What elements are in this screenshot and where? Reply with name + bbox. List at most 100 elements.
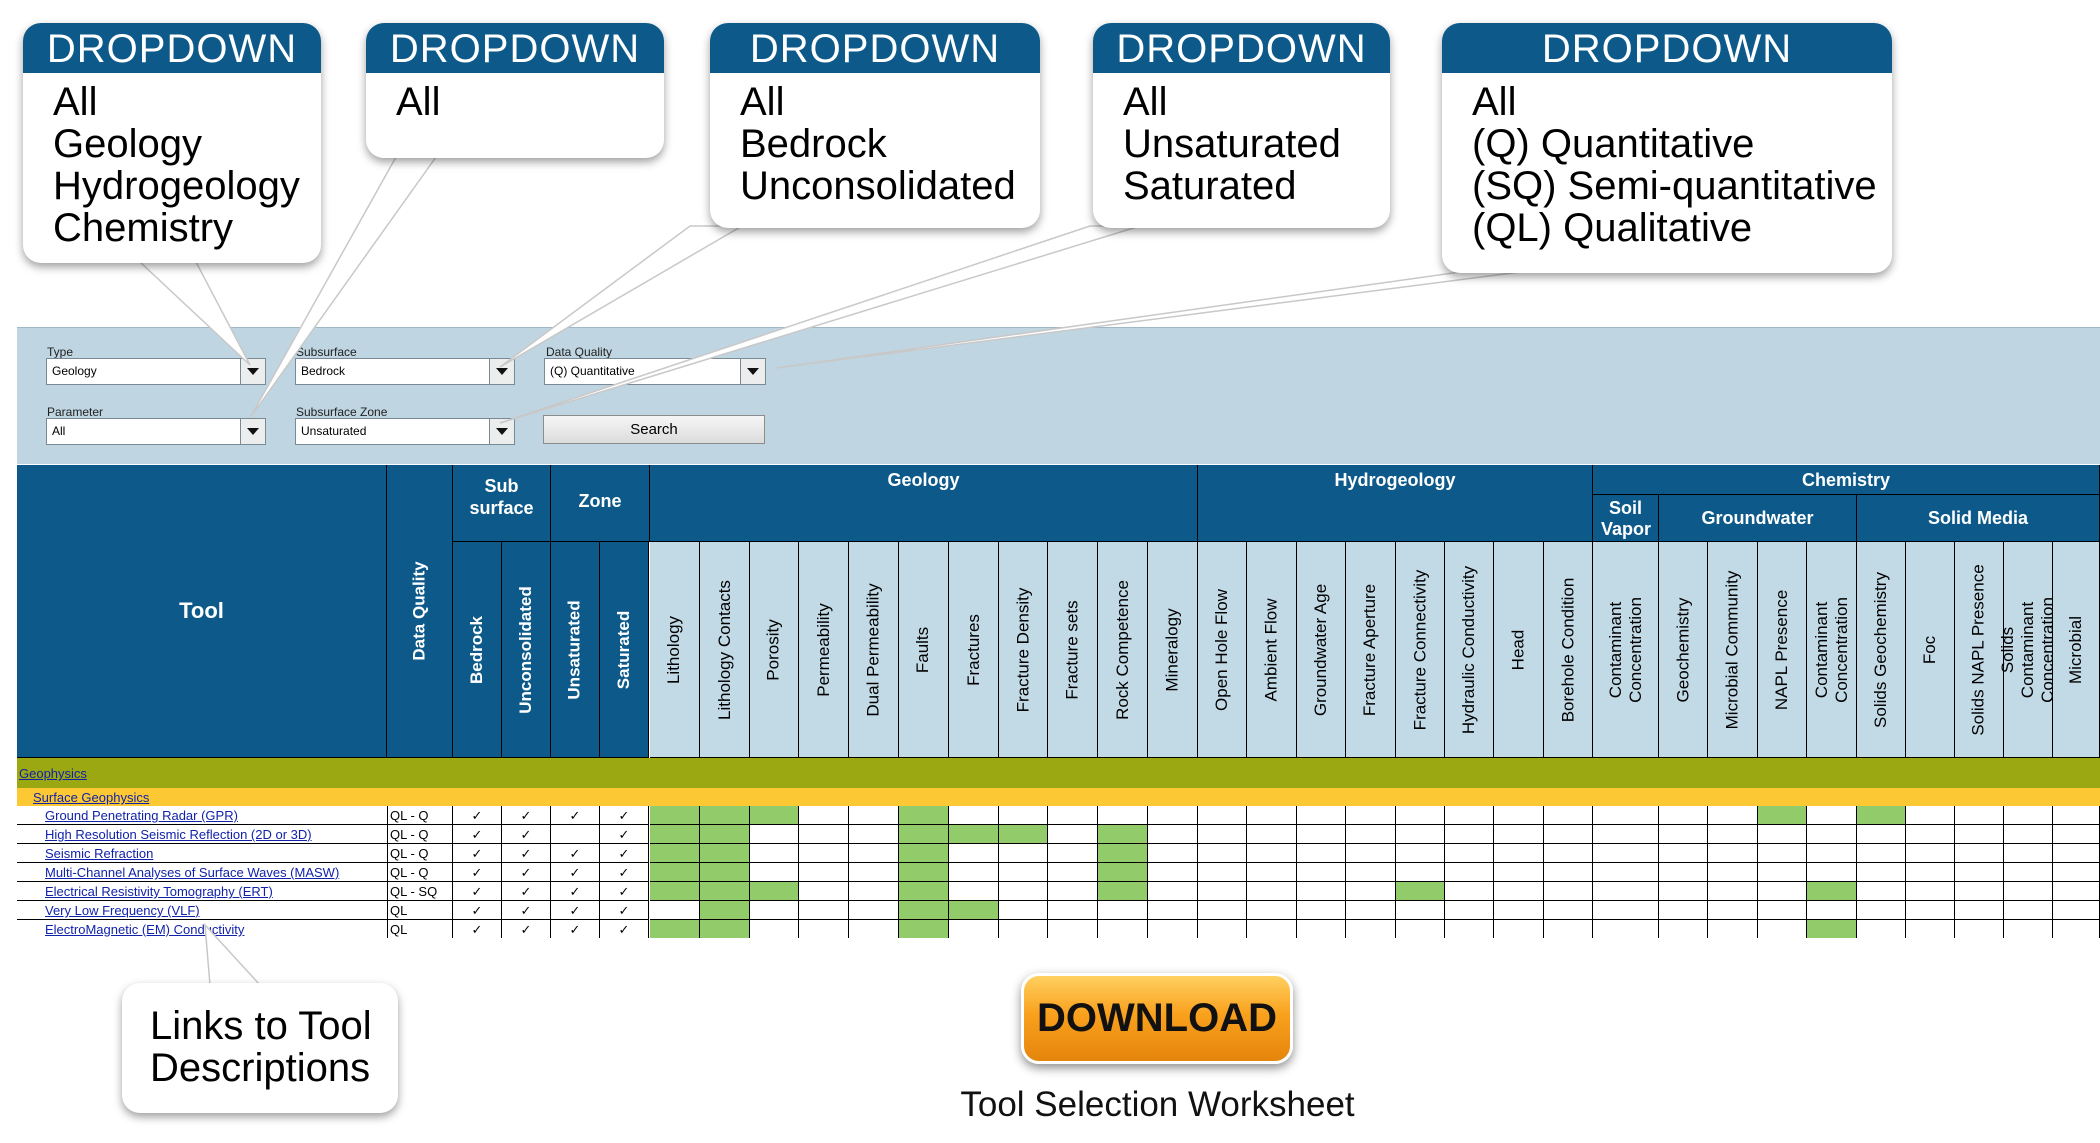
applicable-cell bbox=[650, 863, 700, 882]
chevron-down-icon[interactable] bbox=[240, 419, 265, 444]
type-label: Type bbox=[47, 345, 74, 359]
empty-cell bbox=[1955, 825, 2004, 844]
column-header-groundwater-age: Groundwater Age bbox=[1297, 542, 1346, 758]
check-cell: ✓ bbox=[453, 863, 502, 882]
empty-cell bbox=[1198, 882, 1247, 901]
quality-dropdown-callout: DROPDOWN All (Q) Quantitative (SQ) Semi-… bbox=[1442, 23, 1892, 273]
group-hydrogeology: Hydrogeology bbox=[1198, 465, 1593, 542]
tool-link[interactable]: Seismic Refraction bbox=[17, 844, 387, 863]
callout-header: DROPDOWN bbox=[366, 23, 664, 73]
empty-cell bbox=[999, 882, 1048, 901]
empty-cell bbox=[1593, 806, 1659, 825]
type-select[interactable]: Geology bbox=[46, 358, 266, 385]
callout-header: DROPDOWN bbox=[1442, 23, 1892, 73]
empty-cell bbox=[949, 920, 999, 938]
empty-cell bbox=[1396, 901, 1445, 920]
category-row: Geophysics bbox=[17, 758, 2100, 788]
empty-cell bbox=[1857, 825, 1906, 844]
chevron-down-icon[interactable] bbox=[740, 359, 765, 384]
empty-cell bbox=[849, 901, 899, 920]
empty-cell bbox=[1857, 920, 1906, 938]
column-header-solids-contaminant-concentration: Solids Contaminant Concentration bbox=[1998, 542, 2057, 758]
leader-links bbox=[204, 922, 262, 986]
table-row: High Resolution Seismic Reflection (2D o… bbox=[17, 825, 2100, 844]
callout-option: Unsaturated bbox=[1123, 122, 1341, 166]
empty-cell bbox=[1198, 901, 1247, 920]
tool-link[interactable]: Multi-Channel Analyses of Surface Waves … bbox=[17, 863, 387, 882]
zone-select[interactable]: Unsaturated bbox=[295, 418, 515, 445]
subsurface-label: Subsurface bbox=[296, 345, 357, 359]
applicable-cell bbox=[750, 806, 799, 825]
empty-cell bbox=[1297, 901, 1346, 920]
check-cell: ✓ bbox=[453, 825, 502, 844]
empty-cell bbox=[2004, 901, 2053, 920]
empty-cell bbox=[999, 863, 1048, 882]
applicable-cell bbox=[1758, 806, 1807, 825]
empty-cell bbox=[1048, 825, 1098, 844]
tool-link[interactable]: Very Low Frequency (VLF) bbox=[17, 901, 387, 920]
check-cell: ✓ bbox=[502, 901, 551, 920]
empty-cell bbox=[999, 806, 1048, 825]
tool-link[interactable]: High Resolution Seismic Reflection (2D o… bbox=[17, 825, 387, 844]
zone-select-value: Unsaturated bbox=[301, 424, 367, 438]
column-header-lithology-contacts: Lithology Contacts bbox=[700, 542, 750, 758]
subcategory-link[interactable]: Surface Geophysics bbox=[33, 790, 150, 805]
applicable-cell bbox=[899, 882, 949, 901]
group-groundwater: Groundwater bbox=[1659, 495, 1857, 542]
download-button[interactable]: DOWNLOAD bbox=[1021, 973, 1293, 1064]
empty-cell bbox=[1297, 825, 1346, 844]
applicable-cell bbox=[899, 825, 949, 844]
tool-link[interactable]: Ground Penetrating Radar (GPR) bbox=[17, 806, 387, 825]
empty-cell bbox=[1445, 844, 1494, 863]
empty-cell bbox=[849, 844, 899, 863]
empty-cell bbox=[1396, 825, 1445, 844]
table-row: Electrical Resistivity Tomography (ERT)Q… bbox=[17, 882, 2100, 901]
check-cell: ✓ bbox=[600, 825, 649, 844]
empty-cell bbox=[1906, 901, 1955, 920]
empty-cell bbox=[799, 863, 849, 882]
empty-cell bbox=[1857, 844, 1906, 863]
empty-cell bbox=[750, 863, 799, 882]
group-label: Chemistry bbox=[1801, 470, 1891, 490]
column-header-contaminant-concentration: Contaminant Concentration bbox=[1593, 542, 1659, 758]
empty-cell bbox=[799, 901, 849, 920]
applicable-cell bbox=[650, 882, 700, 901]
column-header-dual-permeability: Dual Permeability bbox=[849, 542, 899, 758]
category-link[interactable]: Geophysics bbox=[19, 766, 87, 781]
chevron-down-icon[interactable] bbox=[489, 419, 514, 444]
search-button[interactable]: Search bbox=[543, 415, 765, 444]
parameter-select[interactable]: All bbox=[46, 418, 266, 445]
empty-cell bbox=[1048, 863, 1098, 882]
subsurface-select[interactable]: Bedrock bbox=[295, 358, 515, 385]
empty-cell bbox=[1593, 901, 1659, 920]
empty-cell bbox=[1048, 806, 1098, 825]
empty-cell bbox=[2004, 806, 2053, 825]
chevron-down-icon[interactable] bbox=[240, 359, 265, 384]
callout-option: All bbox=[396, 80, 441, 124]
chevron-down-icon[interactable] bbox=[489, 359, 514, 384]
empty-cell bbox=[1396, 844, 1445, 863]
empty-cell bbox=[1906, 825, 1955, 844]
check-cell: ✓ bbox=[600, 901, 649, 920]
empty-cell bbox=[1659, 882, 1708, 901]
links-callout: Links to Tool Descriptions bbox=[122, 983, 398, 1113]
empty-cell bbox=[1247, 844, 1297, 863]
group-label: Soil Vapor bbox=[1601, 498, 1652, 539]
tool-link[interactable]: Electrical Resistivity Tomography (ERT) bbox=[17, 882, 387, 901]
empty-cell bbox=[1346, 863, 1396, 882]
empty-cell bbox=[949, 863, 999, 882]
empty-cell bbox=[1396, 863, 1445, 882]
tool-link[interactable]: ElectroMagnetic (EM) Conductivity bbox=[17, 920, 387, 938]
applicable-cell bbox=[700, 863, 750, 882]
empty-cell bbox=[1494, 901, 1544, 920]
column-header-napl-presence: NAPL Presence bbox=[1758, 542, 1807, 758]
empty-cell bbox=[1494, 825, 1544, 844]
empty-cell bbox=[1148, 901, 1198, 920]
check-cell: ✓ bbox=[502, 863, 551, 882]
column-header-microbial-community: Microbial Community bbox=[1708, 542, 1758, 758]
empty-cell bbox=[1297, 882, 1346, 901]
leader-zone bbox=[499, 225, 1141, 424]
callout-option: All bbox=[53, 80, 98, 124]
